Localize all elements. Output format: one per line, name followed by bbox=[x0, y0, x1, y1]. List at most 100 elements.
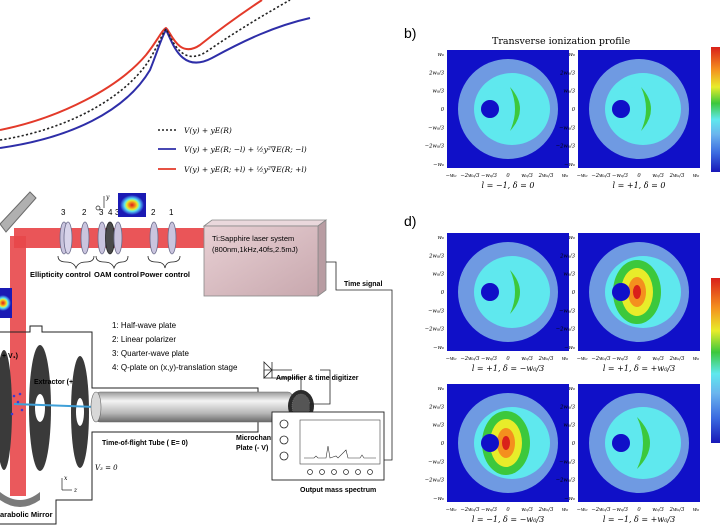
map-y-tick: w₀ bbox=[437, 235, 444, 241]
map-x-tick: −w₀ bbox=[446, 507, 458, 513]
map-y-tick: −2w₀/3 bbox=[556, 478, 576, 484]
mass-spectrum-trace bbox=[304, 445, 376, 459]
plate-axes bbox=[95, 196, 105, 211]
map-caption: l = +1, δ = −w₀/3 bbox=[472, 364, 544, 373]
map-vortex-core bbox=[481, 283, 499, 301]
legend-entry-1: V(y) + yE(R) bbox=[184, 126, 232, 135]
component-2: 2: Linear polarizer bbox=[112, 335, 176, 344]
map-green-region bbox=[510, 270, 520, 314]
map-x-tick: −w₀ bbox=[446, 173, 458, 179]
plate-label: 4 bbox=[108, 208, 113, 217]
map-x-tick: −w₀/3 bbox=[612, 507, 629, 513]
component-4: 4: Q-plate on (x,y)-translation stage bbox=[112, 363, 238, 372]
map-y-tick: 0 bbox=[441, 290, 445, 296]
tof-tube bbox=[95, 391, 293, 423]
map-x-tick: −w₀/3 bbox=[481, 507, 498, 513]
map-green-region bbox=[637, 417, 650, 469]
map-x-tick: 2w₀/3 bbox=[669, 173, 686, 179]
map-vortex-core bbox=[612, 283, 630, 301]
map-y-tick: 0 bbox=[572, 107, 576, 113]
panel-b-title: Transverse ionization profile bbox=[492, 36, 631, 47]
map-y-tick: 2w₀/3 bbox=[559, 404, 576, 410]
laser-specs: (800nm,1kHz,40fs,2.5mJ) bbox=[212, 245, 298, 254]
power-label: Power control bbox=[140, 270, 190, 279]
map-x-tick: −2w₀/3 bbox=[591, 507, 611, 513]
map-y-tick: 2w₀/3 bbox=[428, 70, 445, 76]
time-signal-label: Time signal bbox=[344, 281, 382, 288]
map-y-tick: −w₀/3 bbox=[559, 459, 576, 465]
map-x-tick: 0 bbox=[506, 507, 510, 513]
plate-label: 3 bbox=[115, 208, 120, 217]
map-x-tick: 2w₀/3 bbox=[538, 173, 555, 179]
laser-box-side bbox=[317, 219, 327, 297]
map-caption: l = −1, δ = −w₀/3 bbox=[472, 515, 544, 524]
map-y-tick: −w₀ bbox=[433, 496, 445, 502]
extractor-label: Extractor (+ V₂) bbox=[34, 379, 85, 386]
map-x-tick: −2w₀/3 bbox=[460, 356, 480, 362]
ion-path bbox=[13, 403, 97, 408]
axis-x-label: x bbox=[64, 475, 68, 482]
map-x-tick: w₀/3 bbox=[652, 507, 664, 513]
potential-legend: V(y) + yE(R) V(y) + yE(R; −l) + ½y²∇E(R;… bbox=[158, 126, 307, 174]
map-x-tick: 0 bbox=[637, 507, 641, 513]
map-x-tick: w₀ bbox=[693, 356, 700, 362]
map-x-tick: −w₀ bbox=[446, 356, 458, 362]
map-y-tick: w₀ bbox=[568, 386, 575, 392]
colorbar-b bbox=[711, 47, 720, 172]
laser-system-box bbox=[203, 225, 319, 297]
map-x-tick: −w₀/3 bbox=[612, 173, 629, 179]
curve-blue bbox=[0, 17, 311, 149]
map-caption: l = +1, δ = 0 bbox=[613, 181, 666, 190]
map-x-tick: w₀ bbox=[693, 507, 700, 513]
v3-label: V₃ = 0 bbox=[95, 464, 118, 472]
plate-numbers: 3 2 3 4 3 2 1 bbox=[61, 208, 174, 217]
map-y-tick: −w₀/3 bbox=[428, 459, 445, 465]
axis-y-label-small: y bbox=[105, 194, 110, 201]
map-y-tick: −2w₀/3 bbox=[425, 327, 445, 333]
map-x-tick: −w₀/3 bbox=[481, 173, 498, 179]
map-x-tick: 0 bbox=[506, 356, 510, 362]
map-y-tick: 2w₀/3 bbox=[559, 253, 576, 259]
ellipticity-label: Ellipticity control bbox=[30, 270, 91, 279]
map-x-tick: −2w₀/3 bbox=[591, 356, 611, 362]
optical-plates bbox=[59, 221, 177, 255]
axis-z-label: z bbox=[73, 487, 78, 494]
oam-brace bbox=[95, 255, 129, 270]
map-y-tick: w₀ bbox=[568, 235, 575, 241]
amplifier-diode bbox=[263, 361, 273, 379]
map-y-tick: w₀ bbox=[437, 52, 444, 58]
plate-label: 3 bbox=[99, 208, 104, 217]
oscilloscope-screen bbox=[299, 419, 381, 465]
map-caption: l = −1, δ = +w₀/3 bbox=[603, 515, 675, 524]
curve-red bbox=[0, 0, 263, 131]
laser-title: Ti:Sapphire laser system bbox=[212, 234, 294, 243]
map-y-tick: 0 bbox=[572, 290, 576, 296]
component-1: 1: Half-wave plate bbox=[112, 321, 177, 330]
amplifier-wire bbox=[309, 369, 331, 412]
map-y-tick: −w₀/3 bbox=[559, 125, 576, 131]
parabolic-mirror-label: arabolic Mirror bbox=[0, 510, 53, 519]
map-y-tick: −w₀ bbox=[433, 162, 445, 168]
map-y-tick: 0 bbox=[441, 107, 445, 113]
map-x-tick: w₀/3 bbox=[521, 356, 533, 362]
map-y-tick: −w₀/3 bbox=[428, 125, 445, 131]
repeller-plate bbox=[0, 350, 12, 470]
map-y-tick: 2w₀/3 bbox=[428, 253, 445, 259]
map-x-tick: w₀/3 bbox=[521, 507, 533, 513]
map-y-tick: w₀ bbox=[568, 52, 575, 58]
map-y-tick: −w₀ bbox=[564, 162, 576, 168]
map-y-tick: w₀/3 bbox=[432, 89, 444, 95]
plate-label: 2 bbox=[82, 208, 87, 217]
ellipticity-brace bbox=[57, 255, 95, 270]
map-y-tick: −w₀ bbox=[564, 345, 576, 351]
map-green-region bbox=[641, 87, 651, 131]
repeller-label: + V₁) bbox=[2, 353, 18, 360]
map-x-tick: −2w₀/3 bbox=[460, 173, 480, 179]
map-y-tick: w₀/3 bbox=[432, 272, 444, 278]
